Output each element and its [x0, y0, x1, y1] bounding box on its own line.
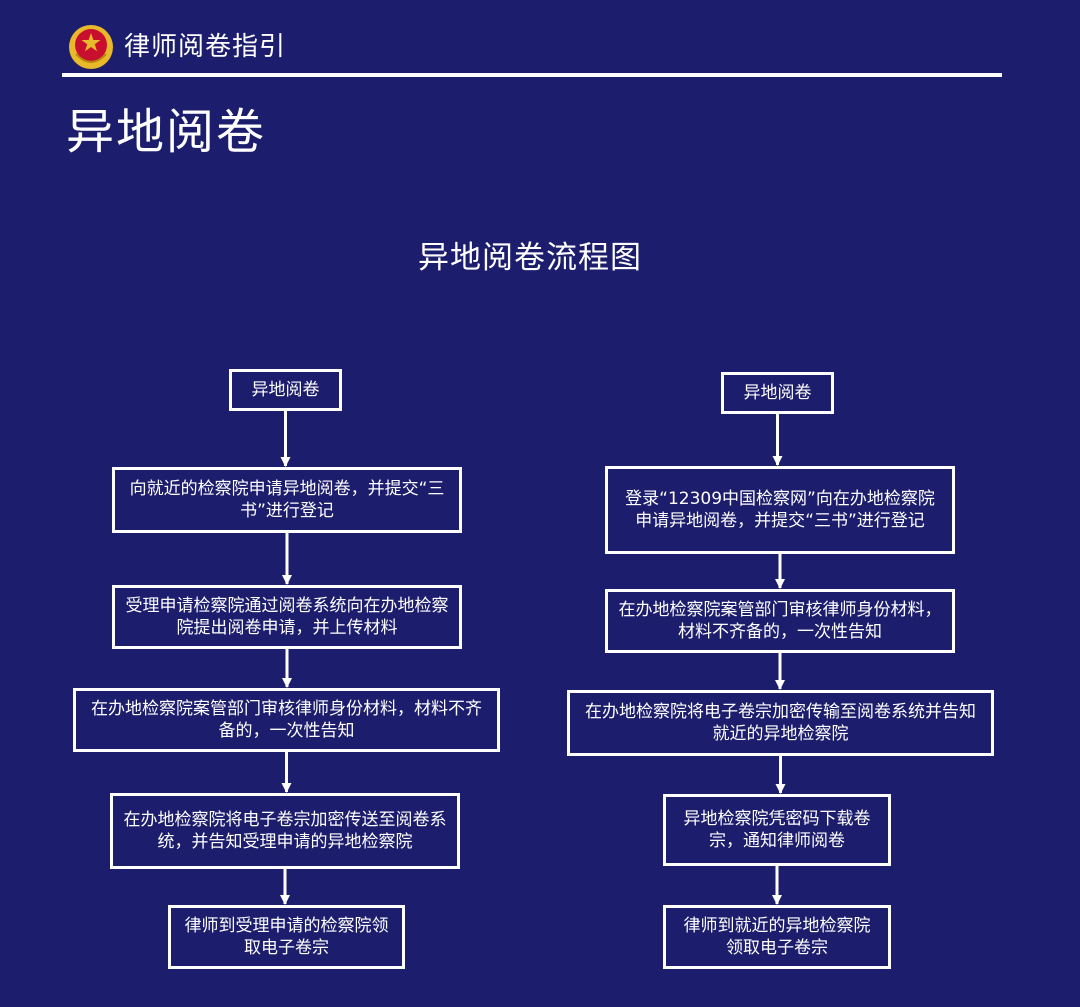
- right-step-6-label: 律师到就近的异地检察院领取电子卷宗: [683, 916, 871, 958]
- left-step-5-label: 在办地检察院将电子卷宗加密传送至阅卷系统，并告知受理申请的异地检察院: [123, 810, 447, 852]
- right-step-5-box: 异地检察院凭密码下载卷宗，通知律师阅卷: [663, 794, 891, 866]
- page-title: 异地阅卷: [66, 104, 267, 160]
- right-step-3-label: 在办地检察院案管部门审核律师身份材料，材料不齐备的，一次性告知: [618, 600, 942, 642]
- right-step-4-label: 在办地检察院将电子卷宗加密传输至阅卷系统并告知就近的异地检察院: [585, 702, 976, 744]
- left-step-1-label: 异地阅卷: [251, 380, 320, 400]
- left-step-5-box: 在办地检察院将电子卷宗加密传送至阅卷系统，并告知受理申请的异地检察院: [110, 793, 460, 869]
- right-step-3-box: 在办地检察院案管部门审核律师身份材料，材料不齐备的，一次性告知: [605, 589, 955, 653]
- left-step-2-box: 向就近的检察院申请异地阅卷，并提交“三书”进行登记: [112, 467, 462, 533]
- right-step-2-box: 登录“12309中国检察网”向在办地检察院申请异地阅卷，并提交“三书”进行登记: [605, 466, 955, 554]
- left-step-3-box: 受理申请检察院通过阅卷系统向在办地检察院提出阅卷申请，并上传材料: [112, 585, 462, 649]
- right-step-4-box: 在办地检察院将电子卷宗加密传输至阅卷系统并告知就近的异地检察院: [567, 690, 994, 756]
- right-step-6-box: 律师到就近的异地检察院领取电子卷宗: [663, 905, 891, 969]
- header-title: 律师阅卷指引: [124, 32, 287, 62]
- left-step-4-label: 在办地检察院案管部门审核律师身份材料，材料不齐备的，一次性告知: [91, 699, 482, 741]
- left-step-3-label: 受理申请检察院通过阅卷系统向在办地检察院提出阅卷申请，并上传材料: [125, 596, 449, 638]
- right-step-2-label: 登录“12309中国检察网”向在办地检察院申请异地阅卷，并提交“三书”进行登记: [625, 489, 935, 531]
- right-step-5-label: 异地检察院凭密码下载卷宗，通知律师阅卷: [683, 809, 871, 851]
- left-step-1-box: 异地阅卷: [229, 369, 342, 411]
- right-step-1-box: 异地阅卷: [721, 372, 834, 414]
- left-step-4-box: 在办地检察院案管部门审核律师身份材料，材料不齐备的，一次性告知: [73, 688, 500, 752]
- procuratorate-emblem-icon: [69, 25, 113, 69]
- right-step-1-label: 异地阅卷: [743, 383, 812, 403]
- flowchart-title: 异地阅卷流程图: [418, 240, 642, 276]
- header-divider: [62, 73, 1002, 77]
- left-step-2-label: 向就近的检察院申请异地阅卷，并提交“三书”进行登记: [129, 479, 445, 521]
- left-step-6-label: 律师到受理申请的检察院领取电子卷宗: [184, 916, 389, 958]
- left-step-6-box: 律师到受理申请的检察院领取电子卷宗: [168, 905, 405, 969]
